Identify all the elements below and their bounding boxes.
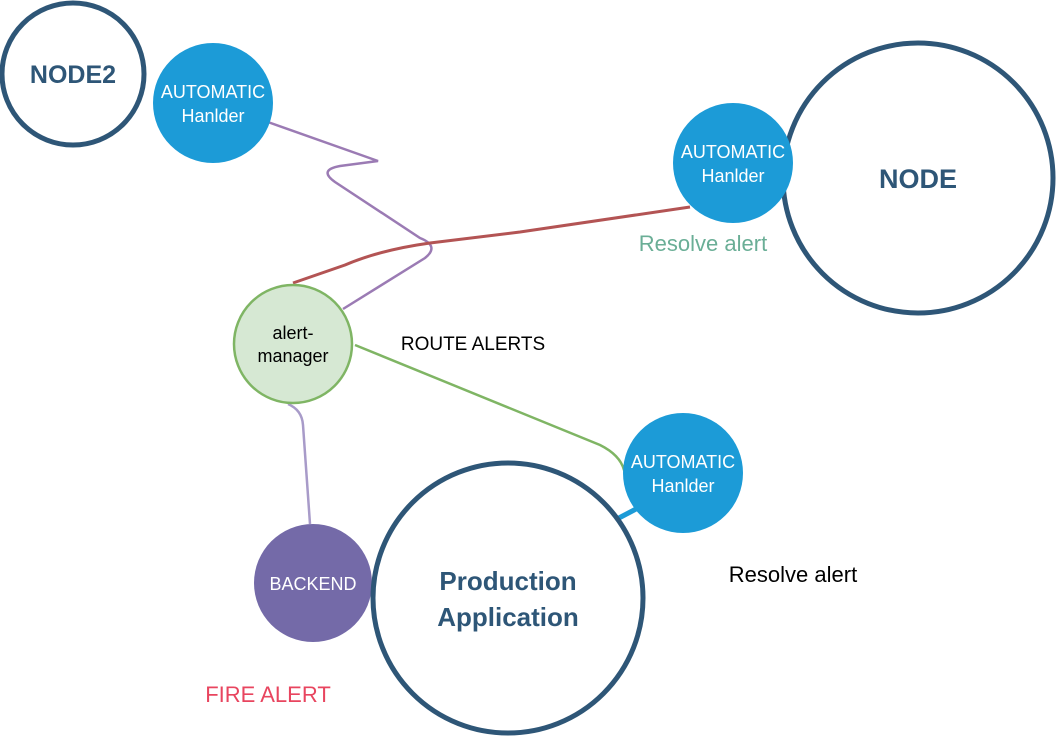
handler-top-right-circle: [673, 103, 793, 223]
production-application-line1: Production: [439, 566, 576, 596]
handler-top-left[interactable]: AUTOMATIC Hanlder: [153, 43, 273, 163]
handler-top-left-line1: AUTOMATIC: [161, 82, 265, 102]
alertmanager-circle: [232, 283, 354, 405]
node2-circle: [0, 0, 147, 148]
edge-production-to-handler-bottom-right: [615, 506, 638, 522]
production-application-line2: Application: [437, 602, 579, 632]
handler-bottom-right-circle: [623, 413, 743, 533]
node2-label: NODE2: [30, 61, 116, 89]
production-application[interactable]: Production Application: [370, 460, 646, 736]
handler-top-right[interactable]: AUTOMATIC Hanlder: [673, 103, 793, 223]
fire-alert-label: FIRE ALERT: [205, 682, 331, 707]
alertmanager[interactable]: alert- manager: [232, 283, 354, 405]
node2[interactable]: NODE2: [0, 0, 147, 148]
handler-bottom-right-line1: AUTOMATIC: [631, 452, 735, 472]
resolve-alert-top-label: Resolve alert: [639, 231, 767, 256]
handler-bottom-right-line2: Hanlder: [651, 476, 714, 496]
edge-alertmanager-to-backend: [287, 402, 312, 525]
handler-top-right-line1: AUTOMATIC: [681, 142, 785, 162]
alertmanager-line1: alert-: [272, 323, 313, 343]
handler-top-right-line2: Hanlder: [701, 166, 764, 186]
resolve-alert-bottom-label: Resolve alert: [729, 562, 857, 587]
handler-top-left-line2: Hanlder: [181, 106, 244, 126]
handler-top-left-circle: [153, 43, 273, 163]
node[interactable]: NODE: [780, 40, 1056, 316]
handler-bottom-right[interactable]: AUTOMATIC Hanlder: [623, 413, 743, 533]
edge-alertmanager-to-handler-top-left: [264, 119, 433, 311]
route-alerts-label: ROUTE ALERTS: [401, 334, 545, 355]
node-label: NODE: [879, 164, 957, 194]
alertmanager-line2: manager: [257, 346, 328, 366]
production-application-circle: [370, 460, 646, 736]
backend-label: BACKEND: [269, 574, 356, 594]
edge-alertmanager-to-handler-top-right: [292, 205, 691, 285]
backend[interactable]: BACKEND: [254, 524, 372, 642]
backend-circle: [254, 524, 372, 642]
